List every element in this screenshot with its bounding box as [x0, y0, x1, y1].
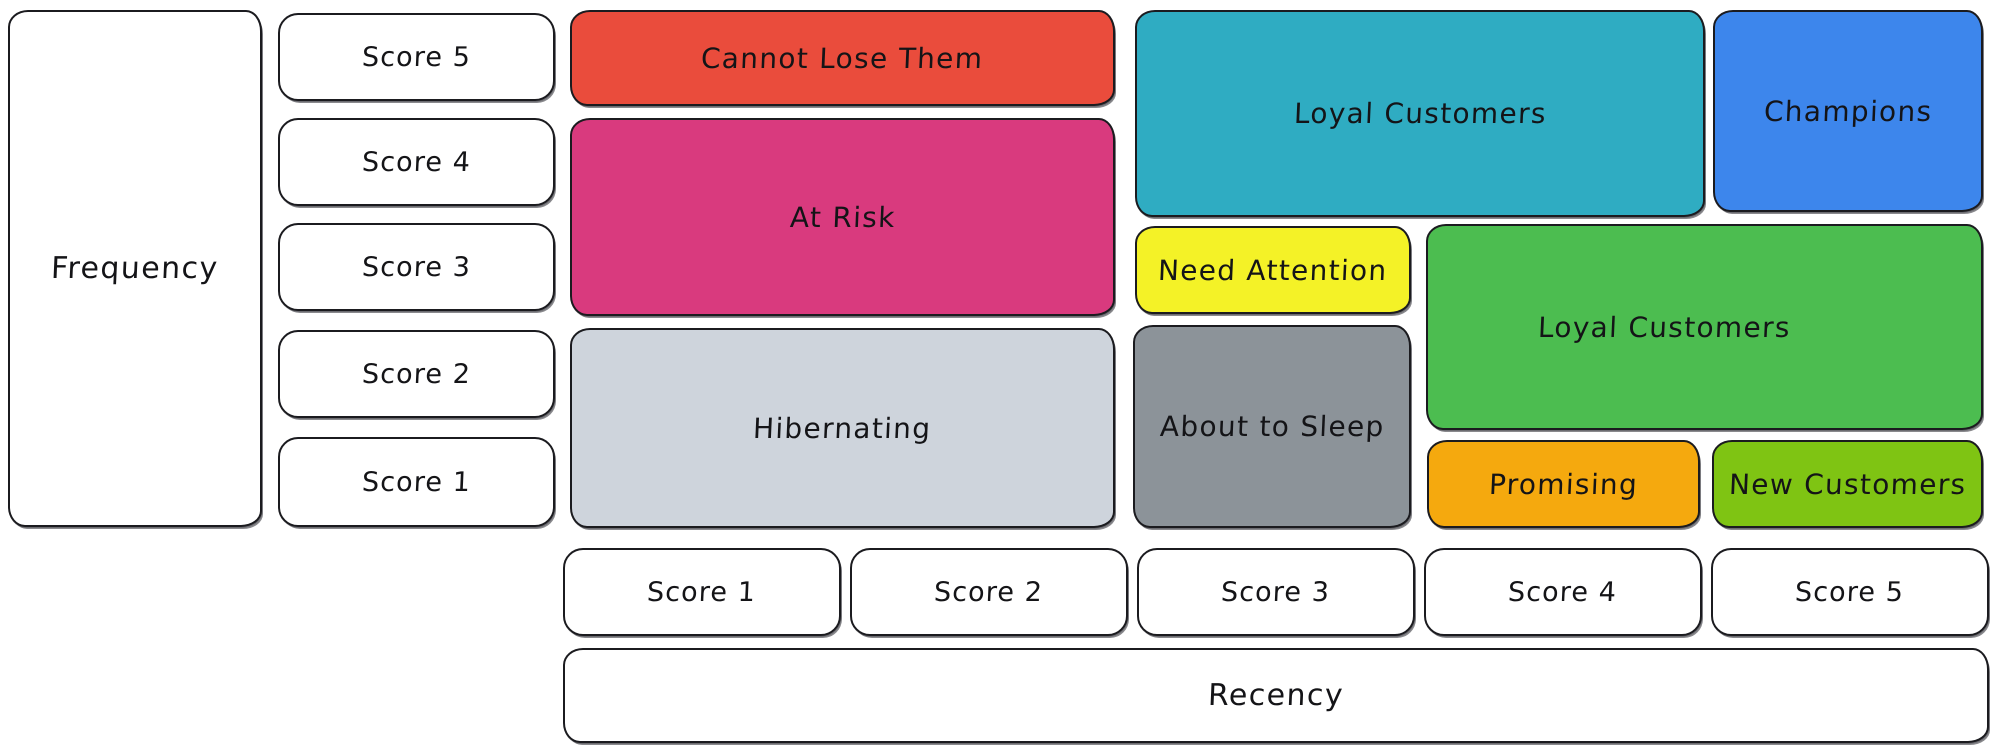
recency-axis-title: Recency [563, 648, 1989, 743]
frequency-axis-title: Frequency [8, 10, 262, 527]
segment-need-attention[interactable]: Need Attention [1135, 226, 1411, 314]
recency-score-5[interactable]: Score 5 [1711, 548, 1989, 636]
frequency-score-2-label: Score 2 [361, 358, 472, 390]
segment-new-customers[interactable]: New Customers [1712, 440, 1983, 528]
segment-new-customers-label: New Customers [1728, 467, 1967, 501]
frequency-score-5[interactable]: Score 5 [278, 13, 555, 101]
frequency-score-3-label: Score 3 [361, 251, 472, 283]
segment-about-to-sleep-label: About to Sleep [1158, 410, 1386, 443]
segment-loyal-customers-green[interactable]: Loyal Customers [1426, 224, 1983, 430]
recency-score-2-label: Score 2 [933, 576, 1045, 608]
frequency-score-1-label: Score 1 [361, 466, 472, 498]
recency-score-4-label: Score 4 [1507, 576, 1619, 608]
segment-hibernating-label: Hibernating [752, 411, 933, 445]
segment-loyal-customers-green-label: Loyal Customers [1537, 310, 1792, 344]
segment-cannot-lose-them-label: Cannot Lose Them [700, 41, 985, 75]
frequency-score-1[interactable]: Score 1 [278, 437, 555, 527]
segment-cannot-lose-them[interactable]: Cannot Lose Them [570, 10, 1115, 106]
frequency-score-2[interactable]: Score 2 [278, 330, 555, 418]
segment-promising[interactable]: Promising [1427, 440, 1700, 528]
recency-score-1-label: Score 1 [646, 576, 758, 608]
segment-hibernating[interactable]: Hibernating [570, 328, 1115, 528]
segment-at-risk-label: At Risk [788, 200, 897, 234]
recency-score-5-label: Score 5 [1794, 576, 1906, 608]
frequency-score-4[interactable]: Score 4 [278, 118, 555, 206]
recency-score-4[interactable]: Score 4 [1424, 548, 1702, 636]
recency-axis-label: Recency [1207, 678, 1345, 713]
segment-champions-label: Champions [1763, 94, 1933, 128]
recency-score-1[interactable]: Score 1 [563, 548, 841, 636]
frequency-score-5-label: Score 5 [361, 41, 472, 73]
recency-score-3[interactable]: Score 3 [1137, 548, 1415, 636]
frequency-score-4-label: Score 4 [361, 146, 472, 178]
segment-promising-label: Promising [1488, 467, 1639, 501]
recency-score-2[interactable]: Score 2 [850, 548, 1128, 636]
recency-score-3-label: Score 3 [1220, 576, 1332, 608]
segment-need-attention-label: Need Attention [1157, 253, 1389, 287]
frequency-score-3[interactable]: Score 3 [278, 223, 555, 311]
segment-about-to-sleep[interactable]: About to Sleep [1133, 325, 1411, 528]
segment-at-risk[interactable]: At Risk [570, 118, 1115, 316]
segment-loyal-customers-teal-label: Loyal Customers [1292, 97, 1548, 130]
segment-loyal-customers-teal[interactable]: Loyal Customers [1135, 10, 1705, 217]
frequency-axis-label: Frequency [50, 251, 220, 286]
segment-champions[interactable]: Champions [1713, 10, 1983, 212]
